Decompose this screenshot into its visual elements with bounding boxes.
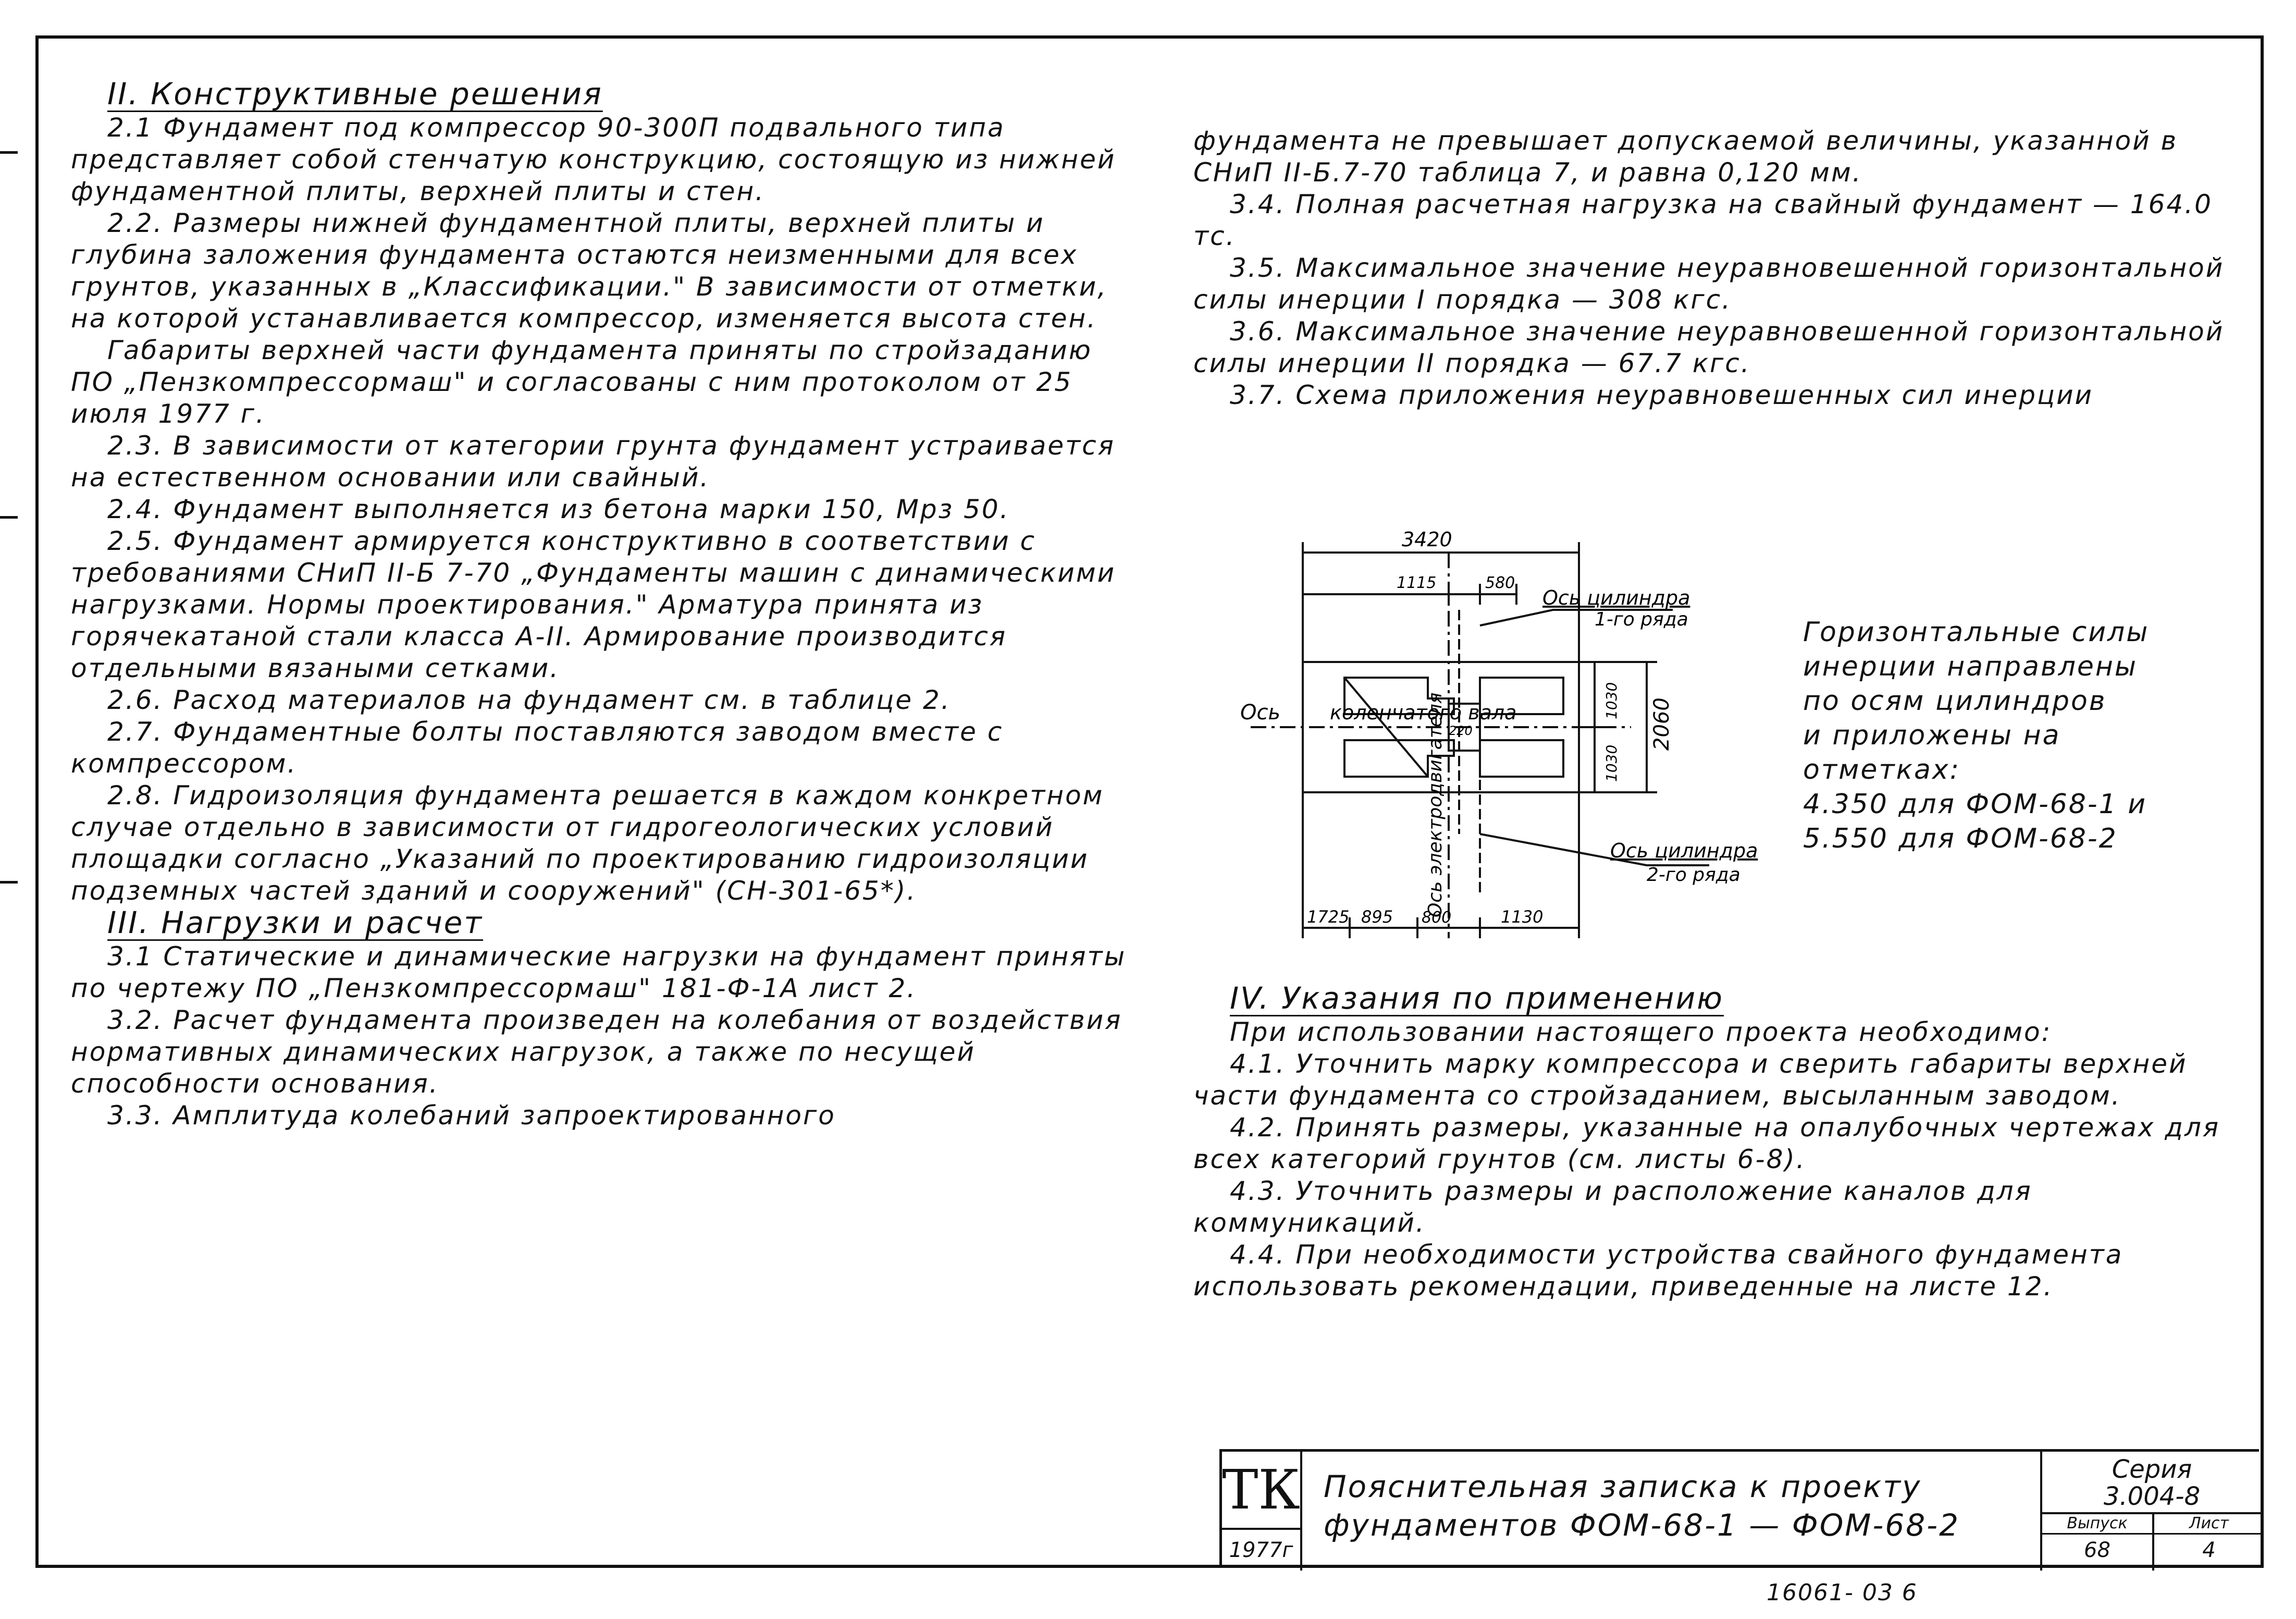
sheet-label: Лист bbox=[2154, 1514, 2264, 1535]
axis-cylinder-2-label: Ось цилиндра bbox=[1610, 839, 1758, 862]
paragraph: 2.7. Фундаментные болты поставляются зав… bbox=[71, 717, 1004, 779]
margin-tick bbox=[0, 151, 18, 154]
series-cell: Серия 3.004-8 bbox=[2042, 1452, 2262, 1514]
title-block: ТК 1977г Пояснительная записка к проекту… bbox=[1219, 1449, 2264, 1571]
dim-3420: 3420 bbox=[1402, 528, 1452, 551]
paragraph: 4.1. Уточнить марку компрессора и сверит… bbox=[1193, 1049, 2188, 1111]
margin-tick bbox=[0, 516, 18, 519]
forces-note-line: 4.350 для ФОМ-68-1 и bbox=[1803, 789, 2147, 820]
paragraph: фундамента не превышает допускаемой вели… bbox=[1193, 126, 2178, 188]
section-heading: IV. Указания по применению bbox=[1230, 980, 1724, 1016]
axis-cylinder-1-label: Ось цилиндра bbox=[1542, 586, 1690, 609]
issue-cell: Выпуск 68 bbox=[2042, 1514, 2154, 1571]
paragraph: 2.5. Фундамент армируется конструктивно … bbox=[71, 526, 1116, 683]
axis-cylinder-2-row: 2-го ряда bbox=[1647, 864, 1740, 886]
right-text-column: фундамента не превышает допускаемой вели… bbox=[1193, 125, 2236, 411]
force-application-diagram: 3420 1115 580 Ось цилиндра 1-го ряда Ось… bbox=[1240, 528, 1758, 938]
issue-label: Выпуск bbox=[2042, 1514, 2152, 1535]
paragraph: 3.6. Максимальное значение неуравновешен… bbox=[1193, 316, 2225, 378]
forces-note-line: отметках: bbox=[1803, 754, 1961, 786]
section-heading: II. Конструктивные решения bbox=[107, 76, 603, 112]
forces-note-line: Горизонтальные силы bbox=[1803, 617, 2150, 648]
paragraph: 4.4. При необходимости устройства свайно… bbox=[1193, 1240, 2124, 1302]
dim-1130: 1130 bbox=[1501, 907, 1543, 927]
dim-1030-bottom: 1030 bbox=[1603, 745, 1620, 782]
forces-note-line: инерции направлены bbox=[1803, 651, 2138, 682]
series-block: Серия 3.004-8 Выпуск 68 Лист 4 bbox=[2040, 1452, 2264, 1571]
dim-895: 895 bbox=[1361, 907, 1393, 927]
paragraph: 4.3. Уточнить размеры и расположение кан… bbox=[1193, 1176, 2032, 1238]
paragraph: 3.7. Схема приложения неуравновешенных с… bbox=[1230, 380, 2094, 410]
series-value: 3.004-8 bbox=[2103, 1482, 2201, 1511]
title-line-1: Пояснительная записка к проекту bbox=[1324, 1469, 1922, 1504]
dim-1725: 1725 bbox=[1307, 907, 1349, 927]
paragraph: 2.8. Гидроизоляция фундамента решается в… bbox=[71, 780, 1104, 906]
series-label: Серия bbox=[2112, 1455, 2192, 1484]
margin-tick bbox=[0, 881, 18, 884]
paragraph: 3.5. Максимальное значение неуравновешен… bbox=[1193, 253, 2225, 315]
paragraph: 3.2. Расчет фундамента произведен на кол… bbox=[71, 1005, 1122, 1099]
forces-note-line: по осям цилиндров bbox=[1803, 685, 2107, 717]
paragraph: 2.3. В зависимости от категории грунта ф… bbox=[71, 431, 1115, 493]
archive-code: 16061- 03 6 bbox=[1767, 1579, 1918, 1606]
document-title: Пояснительная записка к проекту фундамен… bbox=[1324, 1467, 2017, 1544]
dim-1115: 1115 bbox=[1397, 574, 1436, 592]
issue-value: 68 bbox=[2084, 1538, 2110, 1562]
dim-580: 580 bbox=[1485, 574, 1515, 592]
year-cell: 1977г bbox=[1222, 1530, 1302, 1571]
dim-1030-top: 1030 bbox=[1603, 682, 1620, 719]
dim-800: 800 bbox=[1422, 909, 1451, 927]
axis-motor-label: Ось электродвигателя bbox=[1425, 692, 1446, 917]
forces-note-line: и приложены на bbox=[1803, 720, 2061, 751]
paragraph: 4.2. Принять размеры, указанные на опалу… bbox=[1193, 1112, 2220, 1174]
axis-shaft-left-label: Ось bbox=[1240, 701, 1280, 725]
paragraph: 3.4. Полная расчетная нагрузка на свайны… bbox=[1193, 189, 2213, 251]
paragraph: 3.1 Статические и динамические нагрузки … bbox=[71, 941, 1127, 1003]
paragraph: 3.3. Амплитуда колебаний запроектированн… bbox=[107, 1100, 836, 1131]
paragraph: 2.2. Размеры нижней фундаментной плиты, … bbox=[71, 208, 1108, 334]
paragraph: 2.4. Фундамент выполняется из бетона мар… bbox=[107, 494, 1010, 524]
forces-note-line: 5.550 для ФОМ-68-2 bbox=[1803, 823, 2118, 854]
dim-220: 220 bbox=[1449, 723, 1473, 738]
dim-2060: 2060 bbox=[1650, 697, 1674, 751]
tk-logo: ТК bbox=[1222, 1452, 1302, 1530]
paragraph: 2.1 Фундамент под компрессор 90-300П под… bbox=[71, 113, 1116, 206]
paragraph: При использовании настоящего проекта нео… bbox=[1230, 1017, 2052, 1047]
paragraph: 2.6. Расход материалов на фундамент см. … bbox=[107, 685, 951, 715]
drawing-sheet-frame bbox=[35, 35, 2264, 1568]
axis-shaft-label: коленчатого вала bbox=[1330, 701, 1516, 724]
paragraph: Габариты верхней части фундамента принят… bbox=[71, 335, 1092, 429]
sheet-cell: Лист 4 bbox=[2154, 1514, 2264, 1571]
section-heading: III. Нагрузки и расчет bbox=[107, 905, 484, 940]
title-line-2: фундаментов ФОМ-68-1 — ФОМ-68-2 bbox=[1324, 1507, 1960, 1543]
axis-cylinder-1-row: 1-го ряда bbox=[1595, 609, 1688, 630]
sheet-value: 4 bbox=[2202, 1538, 2216, 1562]
